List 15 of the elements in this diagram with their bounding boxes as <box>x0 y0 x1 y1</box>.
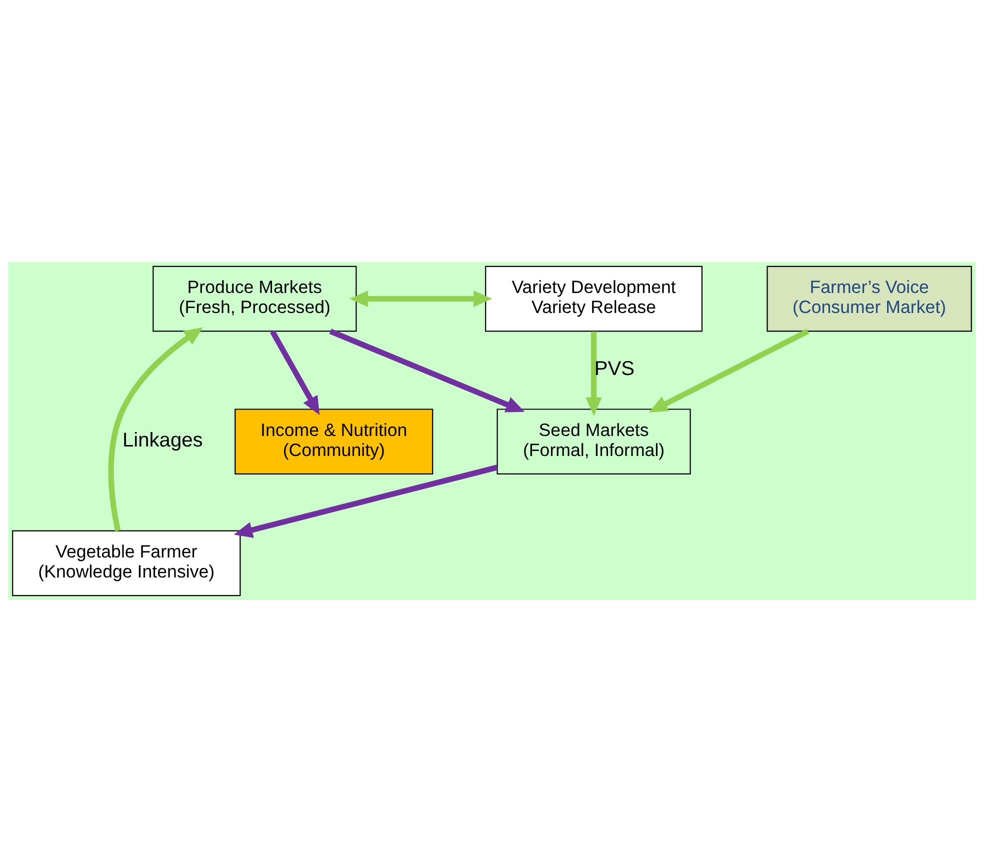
edge-label: PVS <box>594 358 635 380</box>
arrow <box>349 290 492 307</box>
node-box: Produce Markets (Fresh, Processed) <box>152 266 357 332</box>
arrow <box>586 331 602 416</box>
arrow <box>329 328 525 412</box>
node-box: Seed Markets (Formal, Informal) <box>496 408 691 474</box>
node-box: Farmer’s Voice (Consumer Market) <box>766 266 972 332</box>
arrow <box>270 330 320 416</box>
arrow <box>234 464 498 538</box>
node-box: Variety Development Variety Release <box>485 266 703 332</box>
node-box: Income & Nutrition (Community) <box>234 408 434 474</box>
node-box: Vegetable Farmer (Knowledge Intensive) <box>12 530 241 596</box>
edge-label: Linkages <box>122 430 203 452</box>
arrow <box>648 328 810 412</box>
arrow <box>108 327 203 532</box>
